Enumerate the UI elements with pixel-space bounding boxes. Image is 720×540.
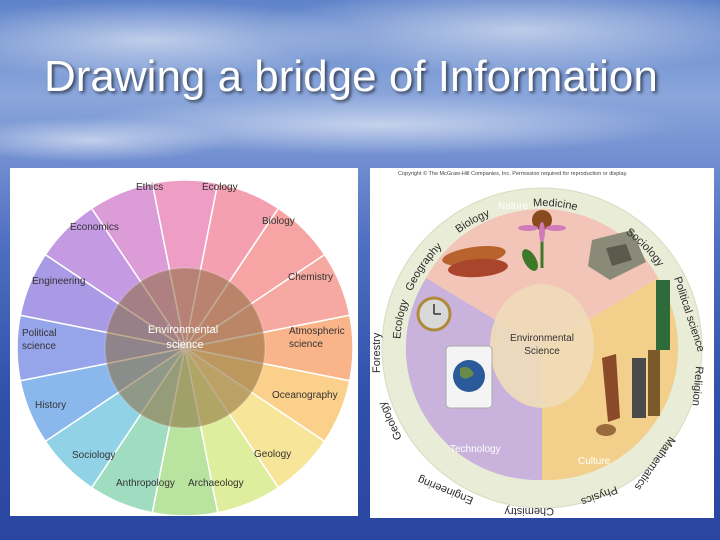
label-chemistry: Chemistry: [288, 272, 333, 283]
label-oceanography: Oceanography: [272, 390, 338, 401]
corn-illustration: [442, 246, 508, 278]
label-biology: Biology: [262, 216, 295, 227]
center-label-2: Science: [524, 346, 560, 357]
label-anthropology: Anthropology: [116, 478, 175, 489]
environmental-science-lens: [490, 284, 594, 408]
label-geology: Geology: [254, 449, 291, 460]
books-illustration: [632, 280, 670, 418]
ring-label-religion: Religion: [690, 366, 705, 407]
culture-label: Culture: [578, 456, 611, 467]
ring-label-chemistry: Chemistry: [504, 505, 554, 517]
tablet-earth-illustration: [445, 345, 493, 409]
environmental-science-wheel: Environmental science Ethics Ecology Eco…: [10, 168, 358, 516]
technology-label: Technology: [450, 444, 501, 455]
label-engineering: Engineering: [32, 276, 85, 287]
label-sociology: Sociology: [72, 450, 115, 461]
label-ethics: Ethics: [136, 182, 163, 193]
wheel-center-disk: [105, 268, 265, 428]
copyright-notice: Copyright © The McGraw-Hill Companies, I…: [398, 170, 628, 177]
label-atmospheric-science: Atmospheric: [289, 326, 345, 337]
ring-label-forestry: Forestry: [371, 332, 383, 373]
slide-title: Drawing a bridge of Information: [44, 52, 658, 101]
label-economics: Economics: [70, 222, 119, 233]
center-label: Environmental: [510, 333, 574, 344]
flower-illustration: [518, 210, 566, 271]
label-ecology: Ecology: [202, 182, 238, 193]
label-history: History: [35, 400, 66, 411]
label-political-science: Political: [22, 328, 56, 339]
watch-illustration: [416, 296, 452, 332]
label-atmospheric-science-2: science: [289, 339, 323, 350]
fossil-rock-illustration: [588, 230, 646, 280]
wheel-center-label: Environmental: [148, 324, 218, 336]
label-archaeology: Archaeology: [188, 478, 244, 489]
nature-label: Nature: [498, 201, 528, 212]
wheel-center-label-2: science: [166, 339, 203, 351]
cultural-artifact-illustration: [596, 354, 620, 436]
label-political-science-2: science: [22, 341, 56, 352]
nature-technology-culture-diagram: Copyright © The McGraw-Hill Companies, I…: [370, 168, 714, 518]
